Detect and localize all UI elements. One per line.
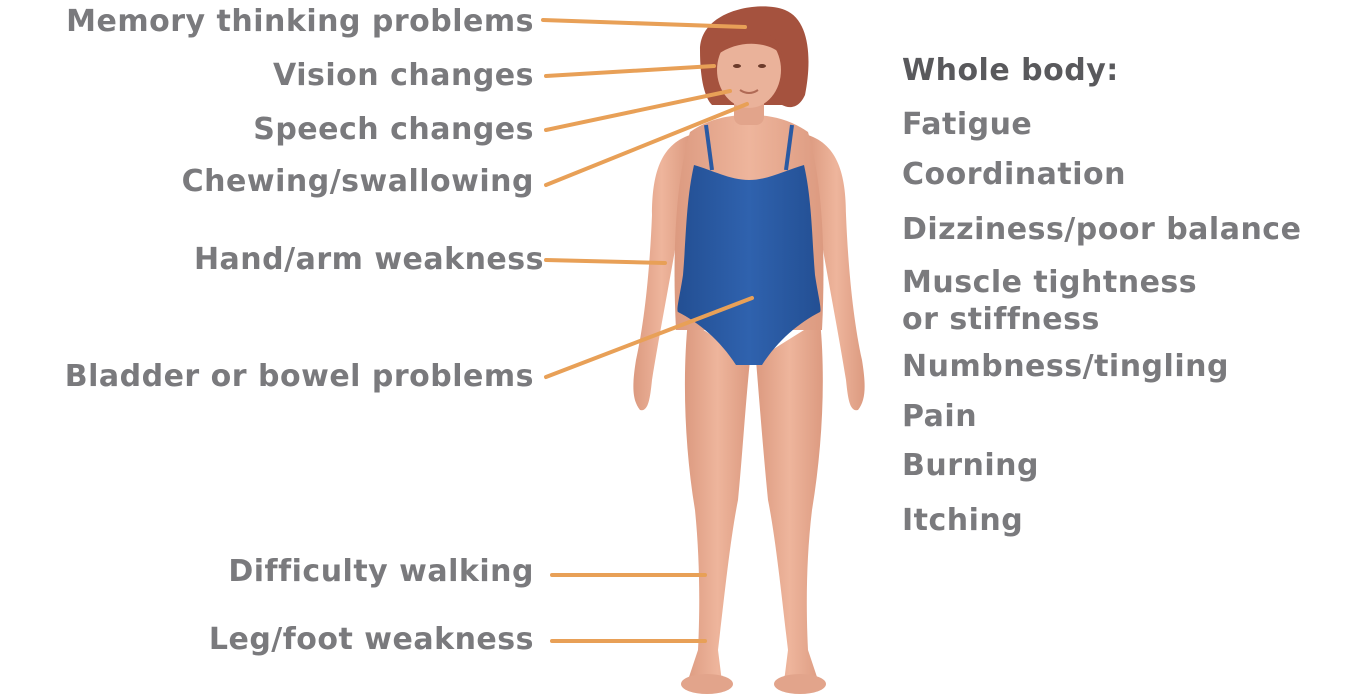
symptom-pain: Pain (902, 402, 977, 432)
leader-line-vision (546, 66, 714, 76)
symptom-burning: Burning (902, 451, 1039, 481)
symptom-muscle-tightness: Muscle tightness (902, 268, 1197, 298)
symptom-coordination: Coordination (902, 160, 1126, 190)
symptom-numbness: Numbness/tingling (902, 352, 1229, 382)
label-memory: Memory thinking problems (16, 5, 534, 39)
leader-line-hand (546, 260, 665, 263)
label-walking: Difficulty walking (16, 555, 534, 589)
symptom-fatigue: Fatigue (902, 110, 1032, 140)
label-speech: Speech changes (16, 113, 534, 147)
label-chewing: Chewing/swallowing (16, 165, 534, 199)
label-bladder: Bladder or bowel problems (8, 360, 534, 394)
symptom-muscle-tightness-cont: or stiffness (902, 305, 1100, 335)
label-leg: Leg/foot weakness (16, 623, 534, 657)
symptom-dizziness: Dizziness/poor balance (902, 215, 1301, 245)
symptom-itching: Itching (902, 506, 1023, 536)
label-hand: Hand/arm weakness (16, 243, 544, 277)
label-vision: Vision changes (16, 59, 534, 93)
leader-line-speech (546, 91, 730, 130)
legs-shape (681, 320, 826, 694)
whole-body-heading: Whole body: (902, 54, 1119, 88)
